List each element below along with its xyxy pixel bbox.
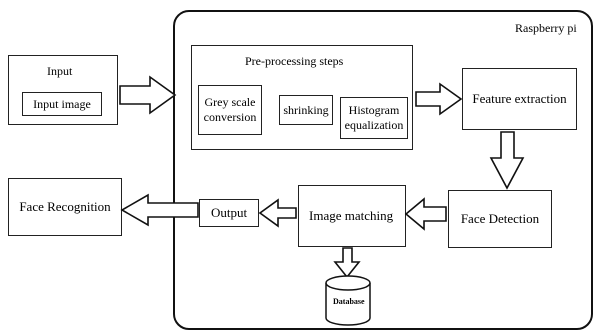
step-histogram: Histogram equalization: [340, 97, 408, 139]
arrow-preprocessing-to-feature: [415, 82, 463, 116]
arrow-output-to-recognition: [120, 193, 199, 227]
face-detection-box: Face Detection: [448, 190, 552, 248]
arrow-matching-to-output: [258, 198, 297, 228]
database-cylinder: [325, 275, 371, 326]
face-recognition-box: Face Recognition: [8, 178, 122, 236]
input-image-box: Input image: [22, 92, 102, 116]
arrow-detection-to-matching: [404, 197, 447, 231]
image-matching-label: Image matching: [309, 208, 394, 223]
step-grey-scale: Grey scale conversion: [198, 85, 262, 135]
raspberry-pi-container: [173, 10, 593, 330]
output-box: Output: [199, 199, 259, 227]
database-label: Database: [333, 297, 365, 306]
arrow-input-to-preprocessing: [119, 75, 177, 115]
input-title: Input: [47, 64, 73, 78]
feature-extraction-box: Feature extraction: [462, 68, 577, 130]
arrow-matching-to-database: [333, 247, 361, 279]
raspberry-pi-label: Raspberry pi: [515, 21, 577, 35]
preprocessing-title: Pre-processing steps: [245, 54, 344, 68]
step-shrinking: shrinking: [279, 95, 333, 125]
arrow-feature-to-detection: [489, 131, 525, 190]
image-matching-box: Image matching: [298, 185, 406, 247]
